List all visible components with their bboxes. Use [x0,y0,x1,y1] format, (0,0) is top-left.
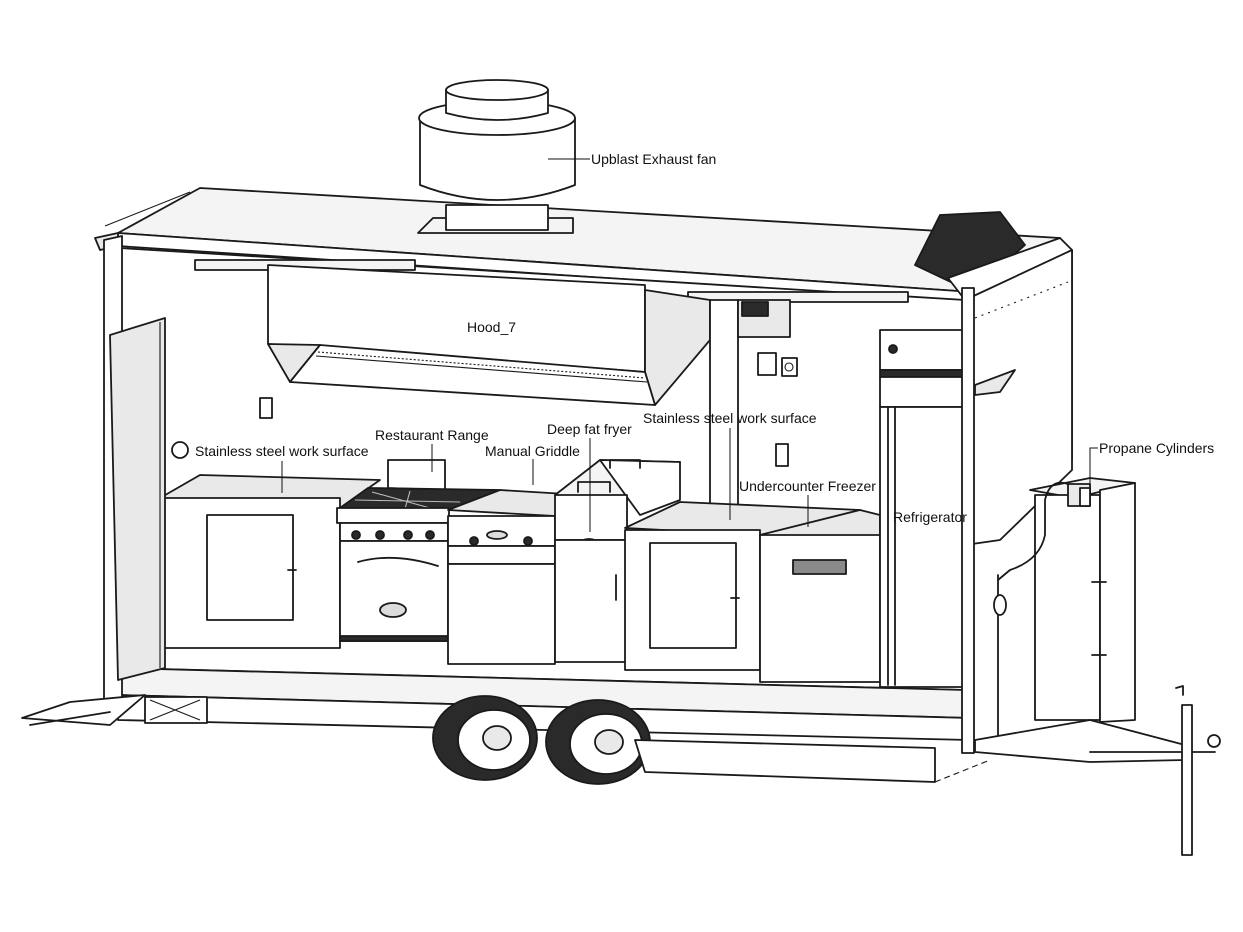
label-undercounter-freezer: Undercounter Freezer [739,478,876,494]
upblast-exhaust-fan [417,79,576,234]
entry-step [21,694,208,726]
refrigerator [879,329,971,688]
roof [94,187,1061,303]
deep-fat-fryer [554,459,681,663]
undercounter-freezer [759,509,881,683]
propane-cylinders [993,477,1136,739]
left-work-surface [159,474,381,649]
trailer-tongue [974,685,1221,856]
right-end-wall [914,211,1073,754]
wheels [432,695,991,785]
label-restaurant-range: Restaurant Range [375,427,489,443]
label-upblast-exhaust-fan: Upblast Exhaust fan [591,151,716,167]
manual-griddle [447,489,601,665]
hood [267,264,711,406]
label-work-surface-right: Stainless steel work surface [643,410,817,426]
labels: Upblast Exhaust fan Hood_7 Stainless ste… [195,151,1214,525]
label-hood: Hood_7 [467,319,516,335]
wall-outlets [171,352,798,467]
leader-lines [281,158,1098,532]
label-propane-cylinders: Propane Cylinders [1099,440,1214,456]
left-end-wall [103,235,166,706]
label-refrigerator: Refrigerator [893,509,967,525]
label-deep-fat-fryer: Deep fat fryer [547,421,632,437]
right-work-surface [624,501,861,671]
label-manual-griddle: Manual Griddle [485,443,580,459]
label-work-surface-left: Stainless steel work surface [195,443,369,459]
